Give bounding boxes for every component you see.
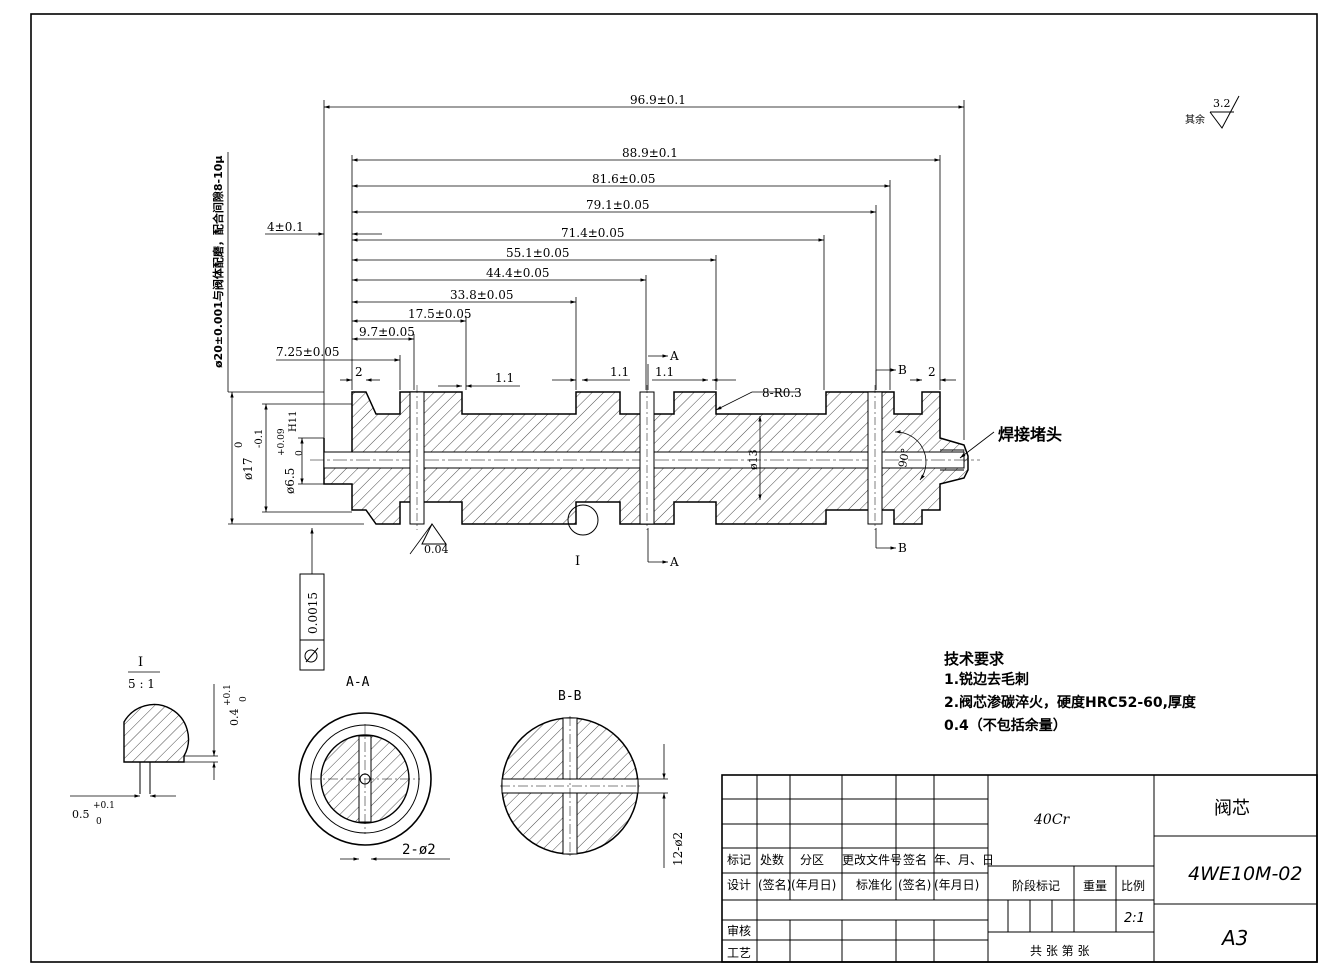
tb-material: 40Cr [1033,812,1071,828]
dim-791: 79.1±0.05 [586,198,650,212]
dim-overall: 96.9±0.1 [630,93,686,107]
dia65-tol-lo: 0 [295,450,305,456]
section-bb-title: B-B [558,689,582,704]
detail-title: I [138,655,143,670]
drawing-border [30,13,1318,963]
angle-90-label: 90° [896,447,912,468]
detail-depth-tol-lo: 0 [239,696,249,702]
tb-standard-sign: (签名) [898,877,931,892]
gdt-frame: 0.0015 [299,528,325,671]
dimension-lines: 96.9±0.1 88.9±0.1 81.6±0.05 79.1±0.05 71… [211,93,965,556]
dia13-label: ø13 [747,449,760,470]
tb-process: 工艺 [727,946,751,960]
detail-depth-tol-up: +0.1 [223,684,233,706]
gdt-value: 0.0015 [306,592,320,634]
dim-175: 17.5±0.05 [408,307,472,321]
gap-2-right: 2 [928,365,936,379]
surface-finish-value: 3.2 [1213,97,1231,110]
dim-338: 33.8±0.05 [450,288,514,302]
tech-requirements: 技术要求 1.锐边去毛刺 2.阀芯渗碳淬火，硬度HRC52-60,厚度 0.4（… [944,650,1197,734]
dia17-label: ø17 [241,458,255,481]
dim-816: 81.6±0.05 [592,172,656,186]
tb-design-sign: (签名) [758,877,791,892]
tb-standard-date: (年月日) [934,878,979,892]
dim-551: 55.1±0.05 [506,246,570,260]
fit-note: ø20±0.001与阀体配磨，配合间隙8-10μ [211,156,225,369]
title-block: 标记 处数 分区 更改文件号 签名 年、月、日 设计 (签名) (年月日) 标准… [721,774,1318,963]
tb-scale: 2:1 [1124,911,1145,926]
tb-drawing-no: 4WE10M-02 [1188,863,1302,885]
dim-714: 71.4±0.05 [561,226,625,240]
detail-circle-I [567,504,599,536]
tb-date: 年、月、日 [934,853,994,867]
section-aa-holes: 2-ø2 [402,842,436,858]
section-aa-title: A-A [346,675,370,690]
dim-889: 88.9±0.1 [622,146,678,160]
detail-depth: 0.4 [228,709,241,727]
dim-444: 44.4±0.05 [486,266,550,280]
tb-sheets: 共 张 第 张 [1030,944,1089,958]
section-A-bottom: A [669,555,679,569]
tech-req-item3: 0.4（不包括余量） [944,717,1067,734]
detail-scale: 5 : 1 [128,677,155,691]
weld-plug-label: 焊接堵头 [998,425,1062,444]
tb-change-doc: 更改文件号 [842,852,902,867]
detail-view-I: I 5 : 1 0.4 +0.1 0 0.5 +0.1 0 [70,655,249,827]
section-A-top: A [669,349,679,363]
tb-review: 审核 [727,923,751,938]
dia65-fit: H11 [288,411,299,432]
dim-725: 7.25±0.05 [276,345,340,359]
section-view-BB: B-B 12-ø2 [500,689,685,868]
section-bb-holes: 12-ø2 [671,832,685,866]
tb-sheet-size: A3 [1220,926,1248,950]
tb-standard: 标准化 [856,878,892,892]
tech-req-title: 技术要求 [944,650,1005,668]
surface-finish-symbol: 其余 3.2 [1185,95,1240,129]
section-view-AA: A-A 2-ø2 [298,675,450,861]
tb-design: 设计 [727,878,751,892]
groove-11-c: 1.1 [655,365,674,379]
groove-11-b: 1.1 [610,365,629,379]
dim-97: 9.7±0.05 [359,325,415,339]
detail-width: 0.5 [72,808,90,821]
detail-I-marker: I [575,554,580,569]
dia65-label: ø6.5 [283,468,297,494]
surface-finish-note: 其余 [1185,113,1205,126]
tb-count: 处数 [760,852,784,867]
tb-signature: 签名 [903,852,927,867]
dia65-tol-up: +0.09 [277,428,287,456]
tb-stage-mark: 阶段标记 [1012,878,1060,893]
section-markers: A A B B [647,349,907,569]
tb-part-name: 阀芯 [1214,798,1250,819]
dia17-tol-up: 0 [234,442,245,448]
detail-width-tol-lo: 0 [96,817,102,827]
detail-width-tol-up: +0.1 [93,801,115,811]
weld-plug-callout: 焊接堵头 [959,425,1062,459]
runout-tolerance: 0.04 [424,543,449,556]
tech-req-item2: 2.阀芯渗碳淬火，硬度HRC52-60,厚度 [944,694,1197,711]
radius-label: 8-R0.3 [762,386,802,400]
dia17-tol-lo: -0.1 [254,429,265,448]
section-B-top: B [898,363,907,377]
groove-11-a: 1.1 [495,371,514,385]
dim-4: 4±0.1 [267,220,304,234]
tb-mark: 标记 [727,853,751,867]
tb-scale-label: 比例 [1121,879,1145,893]
tb-zone: 分区 [800,853,824,867]
tb-weight: 重量 [1083,879,1107,893]
section-B-bottom: B [898,541,907,555]
gap-2-left: 2 [355,365,363,379]
tb-design-date: (年月日) [791,878,836,892]
valve-spool-main-view: 90° ø13 I [310,385,980,569]
tech-req-item1: 1.锐边去毛刺 [944,671,1029,688]
